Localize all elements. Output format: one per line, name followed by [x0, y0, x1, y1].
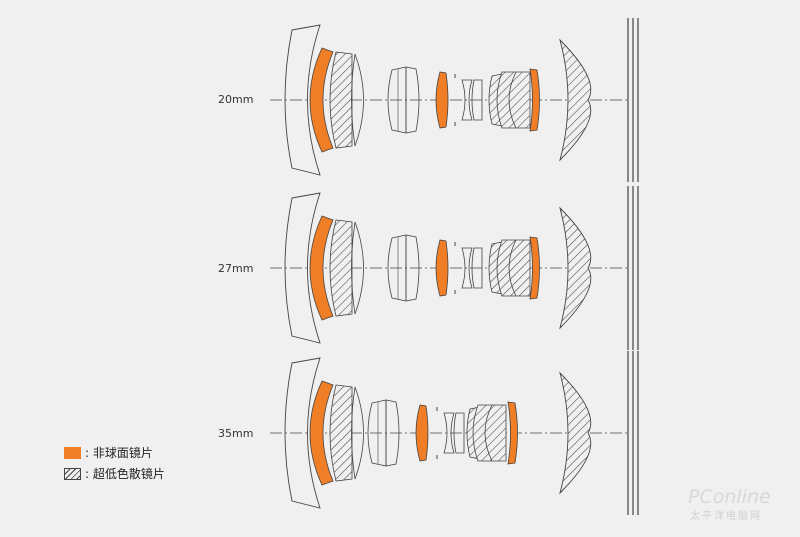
- front-group-lens: [351, 53, 364, 147]
- rear-group-cement-line: [508, 239, 517, 297]
- aspherical-lens-middle: [435, 239, 449, 297]
- ed-lens-rear-group: [496, 239, 531, 297]
- aspherical-lens-front: [309, 47, 334, 153]
- front-group-lens: [351, 221, 364, 315]
- legend-aspherical-label: : 非球面镜片: [85, 446, 153, 460]
- aspherical-lens-rear: [529, 68, 540, 132]
- rear-group-cement-line: [484, 404, 493, 462]
- legend-ed: : 超低色散镜片: [64, 465, 165, 482]
- rear-meniscus-lens: [559, 38, 592, 162]
- aspherical-lens-middle: [415, 404, 429, 462]
- front-meniscus-lens: [284, 24, 321, 176]
- group4-lens: [461, 247, 473, 289]
- group4-lens-b: [471, 79, 483, 121]
- focal-length-label-20mm: 20mm: [218, 93, 254, 106]
- group2-lens-b: [405, 66, 420, 134]
- watermark-logo: PConline: [688, 486, 771, 508]
- watermark-subtext: 太平洋电脑网: [690, 511, 762, 522]
- group2-lens-a: [367, 399, 387, 467]
- rear-group-cement-line: [508, 71, 517, 129]
- group2-lens-a: [387, 234, 407, 302]
- focal-length-label-35mm: 35mm: [218, 427, 254, 440]
- aspherical-lens-rear: [507, 401, 518, 465]
- group4-lens-b: [471, 247, 483, 289]
- legend-ed-swatch: [64, 467, 81, 480]
- lens-row-35mm: [270, 351, 639, 515]
- front-group-lens: [351, 386, 364, 480]
- aspherical-lens-middle: [435, 71, 449, 129]
- aspherical-lens-rear: [529, 236, 540, 300]
- legend-aspherical-swatch: [64, 446, 81, 459]
- rear-meniscus-lens: [559, 206, 592, 330]
- ed-lens-rear-group: [472, 404, 507, 462]
- ed-lens-front: [329, 51, 353, 149]
- group2-lens-b: [385, 399, 400, 467]
- lens-row-20mm: [270, 18, 639, 182]
- ed-lens-rear-group: [496, 71, 531, 129]
- lens-row-27mm: [270, 186, 639, 350]
- aspherical-lens-front: [309, 215, 334, 321]
- group4-lens-b: [453, 412, 465, 454]
- ed-lens-front: [329, 384, 353, 482]
- focal-length-label-27mm: 27mm: [218, 262, 254, 275]
- group4-lens: [461, 79, 473, 121]
- group4-lens: [443, 412, 455, 454]
- group2-lens-a: [387, 66, 407, 134]
- front-meniscus-lens: [284, 357, 321, 509]
- legend-ed-label: : 超低色散镜片: [85, 467, 165, 481]
- group2-lens-b: [405, 234, 420, 302]
- rear-meniscus-lens: [559, 371, 592, 495]
- aspherical-lens-front: [309, 380, 334, 486]
- legend-aspherical: : 非球面镜片: [64, 444, 153, 461]
- front-meniscus-lens: [284, 192, 321, 344]
- ed-lens-front: [329, 219, 353, 317]
